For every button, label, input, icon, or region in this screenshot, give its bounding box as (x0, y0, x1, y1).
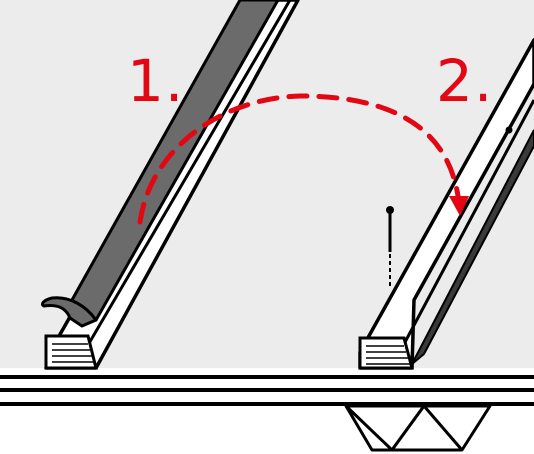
curved-dashed-arrow-icon (137, 93, 469, 225)
nail-icon (386, 206, 394, 286)
horizontal-beam (0, 368, 534, 406)
seal-strip (40, 0, 280, 328)
right-rafter (358, 38, 534, 370)
step-one-label: 1. (127, 47, 185, 115)
step-two-label: 2. (436, 47, 494, 115)
support-block (344, 404, 492, 452)
